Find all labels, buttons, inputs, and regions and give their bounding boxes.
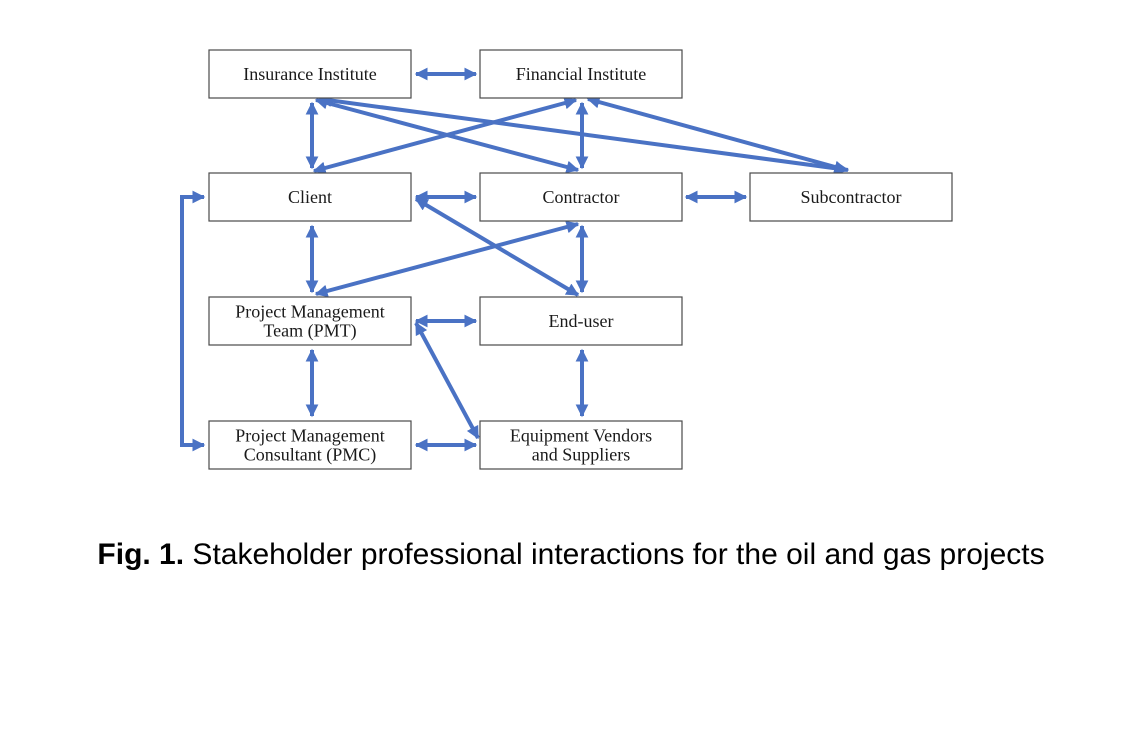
- node-box-financial: [479, 49, 683, 99]
- node-label-enduser: End-user: [549, 311, 614, 331]
- node-label-financial: Financial Institute: [516, 64, 646, 84]
- edge-financial-subcontractor: [586, 95, 848, 174]
- node-box-subcontractor: [749, 172, 953, 222]
- node-box-contractor: [479, 172, 683, 222]
- edge-contractor-pmt: [314, 220, 580, 298]
- node-box-client: [208, 172, 412, 222]
- node-box-insurance: [208, 49, 412, 99]
- node-box-enduser: [479, 296, 683, 346]
- edges: [180, 67, 850, 452]
- node-client: Client: [208, 172, 412, 222]
- node-label-client: Client: [288, 187, 332, 207]
- node-label-vendors: Equipment Vendors: [510, 426, 652, 446]
- node-subcontractor: Subcontractor: [749, 172, 953, 222]
- node-label-subcontractor: Subcontractor: [801, 187, 902, 207]
- nodes: Insurance Institute Financial InstituteCl…: [208, 49, 953, 470]
- figure-caption-text: Stakeholder professional interactions fo…: [184, 538, 1045, 571]
- node-box-pmt: [208, 296, 412, 346]
- node-label-pmc: Project Management: [235, 426, 384, 446]
- node-label-pmt: Team (PMT): [263, 321, 356, 342]
- node-enduser: End-user: [479, 296, 683, 346]
- node-label-pmc: Consultant (PMC): [244, 445, 377, 466]
- node-financial: Financial Institute: [479, 49, 683, 99]
- edge-client-pmc: [180, 190, 206, 452]
- node-contractor: Contractor: [479, 172, 683, 222]
- node-label-insurance: Insurance Institute: [243, 64, 376, 84]
- node-box-vendors: [479, 420, 683, 470]
- node-box-pmc: [208, 420, 412, 470]
- node-label-vendors: and Suppliers: [532, 445, 631, 465]
- figure-label: Fig. 1.: [97, 538, 185, 571]
- edge-financial-client: [312, 96, 578, 175]
- node-label-contractor: Contractor: [543, 187, 620, 207]
- edge-pmt-vendors: [414, 321, 480, 440]
- node-insurance: Insurance Institute: [208, 49, 412, 99]
- figure-caption: Fig. 1. Stakeholder professional interac…: [0, 538, 1142, 572]
- node-label-pmt: Project Management: [235, 302, 384, 322]
